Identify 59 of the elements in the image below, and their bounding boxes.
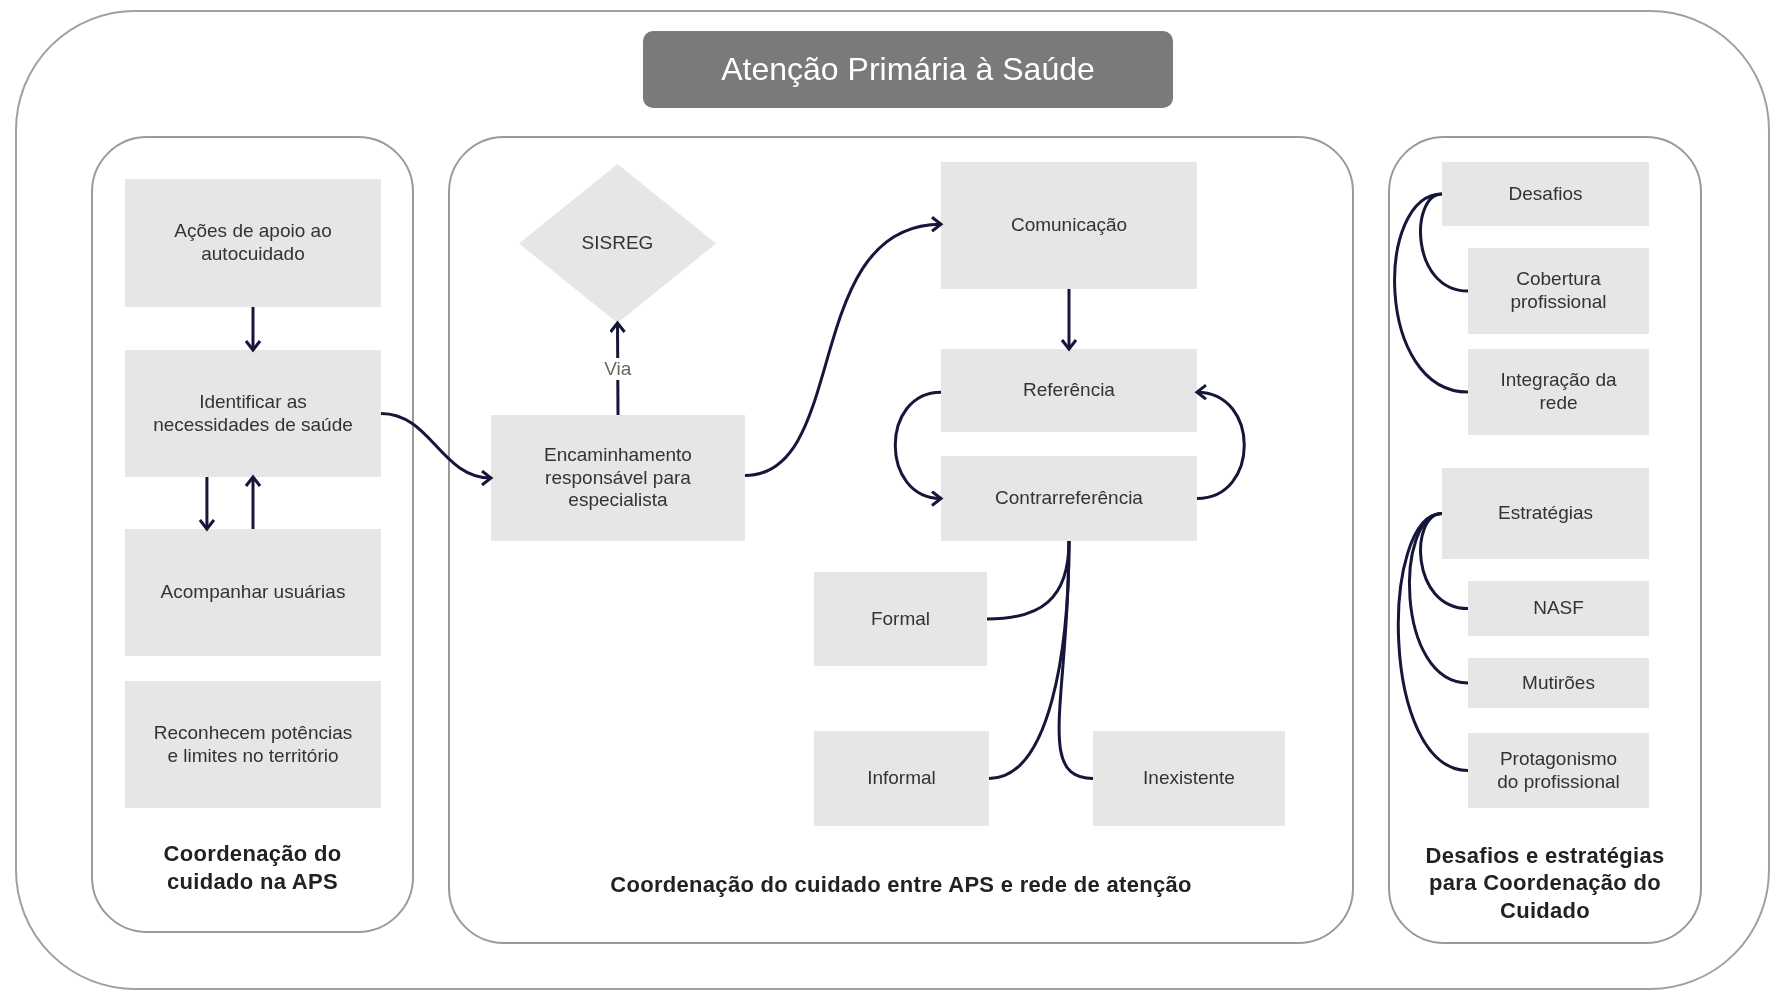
process-box [941, 162, 1197, 289]
arrow [198, 477, 216, 531]
node-label: Cobertura profissional [1509, 268, 1608, 314]
node-label: Encaminhamento responsável para especialista [543, 443, 693, 513]
process-box [1093, 731, 1285, 826]
process-box [1468, 248, 1649, 334]
node-label: Formal [870, 607, 931, 631]
process-box [1468, 733, 1649, 808]
group-panel [448, 136, 1354, 944]
process-box [125, 529, 381, 656]
node-label: Reconhecem potências e limites no território [152, 721, 354, 768]
connector-line [1397, 512, 1469, 772]
node-label: Referência [1023, 379, 1115, 402]
arrow [1195, 385, 1246, 500]
node-label: NASF [1533, 597, 1584, 620]
process-box [814, 731, 989, 826]
node-label: Inexistente [1143, 767, 1235, 790]
node-label: Comunicação [1010, 214, 1128, 237]
node-label: Desafios [1508, 182, 1583, 206]
node-label: Contrarreferência [995, 487, 1143, 510]
process-box [125, 179, 381, 307]
edge-label: Via [601, 358, 635, 380]
connector-line [1393, 192, 1469, 394]
process-box [125, 681, 381, 808]
node-label: Informal [867, 767, 936, 790]
arrow [380, 412, 493, 486]
node-label: Protagonismo do profissional [1496, 747, 1621, 794]
panel-heading: Coordenação do cuidado entre APS e rede de atenção [610, 870, 1192, 898]
node-label: Ações de apoio ao autocuidado [173, 220, 333, 266]
group-panel [1388, 136, 1702, 944]
process-box [491, 415, 745, 541]
process-box [125, 350, 381, 477]
process-box [1442, 162, 1649, 226]
node-label: SISREG [581, 232, 654, 255]
node-label: Identificar as necessidades de saúde [152, 390, 354, 437]
title-text: Atenção Primária à Saúde [721, 51, 1095, 88]
title-banner [643, 31, 1173, 108]
process-box [941, 349, 1197, 432]
group-panel [91, 136, 414, 933]
connector-line [1408, 512, 1469, 685]
arrow [744, 217, 943, 477]
process-box [1468, 349, 1649, 435]
node-label: Estratégias [1497, 502, 1593, 525]
arrow [893, 390, 943, 506]
connector-line [1057, 540, 1094, 780]
process-box [941, 456, 1197, 541]
node-label: Integração da rede [1499, 369, 1618, 415]
node-label: Acompanhar usuárias [160, 581, 346, 604]
panel-heading: Coordenação do cuidado na APS [162, 840, 343, 895]
process-box [1442, 468, 1649, 559]
process-box [1468, 581, 1649, 636]
node-label: Mutirões [1522, 671, 1595, 695]
process-box [1468, 658, 1649, 708]
arrow [244, 475, 262, 529]
arrow [1060, 289, 1078, 351]
outer-frame [15, 10, 1770, 990]
arrow [244, 307, 262, 352]
process-box [814, 572, 987, 666]
panel-heading: Desafios e estratégias para Coordenação do Cuidado [1424, 841, 1666, 924]
